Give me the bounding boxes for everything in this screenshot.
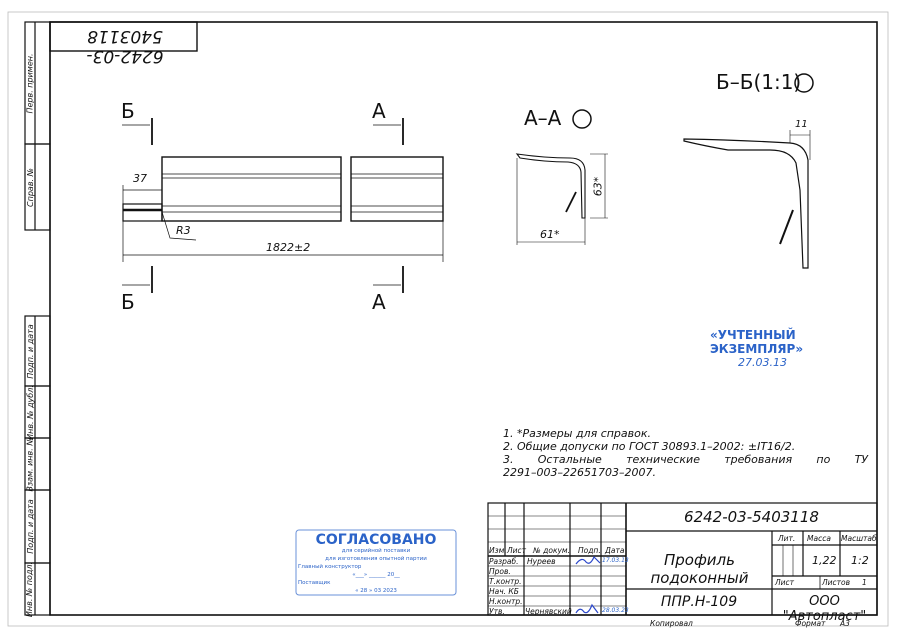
- section-marker-b-bottom: Б: [121, 290, 135, 314]
- format-label: Формат: [795, 619, 826, 628]
- approved-stamp: СОГЛАСОВАНО для серийной поставки для из…: [298, 533, 454, 595]
- header-doc-no: № докум.: [533, 546, 570, 555]
- side-cell-replace-inv: Взам. инв. №: [25, 436, 35, 492]
- side-cell-first-use: Перв. примен.: [25, 52, 35, 114]
- role-approver-name: Чернявский: [525, 607, 572, 616]
- dim-offset: 37: [133, 172, 147, 185]
- approved-line-1: для серийной поставки: [341, 548, 411, 554]
- role-developer-date: 17.03.13: [602, 557, 629, 564]
- role-tech-control: Т.контр.: [489, 577, 522, 586]
- title-block-designation: 6242-03-5403118: [684, 508, 819, 526]
- side-cell-ref-no: Справ. №: [25, 167, 35, 207]
- header-date: Дата: [605, 546, 625, 555]
- header-izm: Изм.: [489, 546, 507, 555]
- approved-title: СОГЛАСОВАНО: [315, 532, 437, 548]
- approved-line-5: Поставщик: [298, 580, 331, 586]
- role-checker: Пров.: [489, 567, 511, 576]
- mass-value: 1,22: [812, 554, 837, 567]
- side-cell-sign-date-1: Подп. и дата: [25, 323, 35, 379]
- header-scale: Масштаб: [841, 534, 877, 543]
- dim-bb-thickness: 11: [795, 119, 808, 130]
- note-4: 2291–003–22651703–2007.: [503, 466, 656, 479]
- note-2: 2. Общие допуски по ГОСТ 30893.1–2002: ±…: [503, 440, 796, 453]
- dim-length: 1822±2: [266, 241, 311, 254]
- role-developer-name: Нуреев: [527, 557, 556, 566]
- stamp-line-2: ЭКЗЕМПЛЯР»: [710, 342, 804, 356]
- signature-developer: [575, 555, 601, 565]
- section-marker-b-top: Б: [121, 99, 135, 123]
- header-lit: Лит.: [778, 534, 796, 543]
- approved-line-2: для изготовления опытной партии: [325, 556, 427, 562]
- section-marker-a-bottom: А: [372, 290, 386, 314]
- section-bb-title: Б–Б(1:1): [716, 70, 802, 94]
- note-3: 3. Остальные технические требования по Т…: [503, 453, 868, 466]
- header-sign: Подп.: [578, 546, 601, 555]
- dim-aa-height: 63*: [591, 176, 605, 197]
- signature-approver: [575, 603, 599, 614]
- role-developer: Разраб.: [489, 557, 519, 566]
- title-block-name: Профиль подоконный: [650, 551, 749, 587]
- stamp-date: 27.03.13: [738, 356, 787, 369]
- approved-line-4: «___» ______ 20__: [352, 572, 400, 578]
- stamp-line-1: «УЧТЕННЫЙ: [710, 328, 796, 342]
- note-1: 1. *Размеры для справок.: [503, 427, 652, 440]
- format-value: А3: [840, 619, 850, 628]
- header-list: Лист: [507, 546, 527, 555]
- header-mass: Масса: [807, 534, 831, 543]
- side-cell-sign-date-2: Подп. и дата: [25, 499, 35, 554]
- role-head-kb: Нач. КБ: [489, 587, 519, 596]
- mirrored-designation: 6242-03-5403118: [86, 26, 164, 66]
- registered-copy-stamp: «УЧТЕННЫЙ ЭКЗЕМПЛЯР» 27.03.13: [710, 328, 803, 370]
- side-cell-orig-inv: Инв. № подл.: [25, 561, 35, 617]
- section-aa-title: А–А: [524, 106, 562, 130]
- role-approver-date: 28.03.23: [602, 607, 629, 614]
- sheet-label: Лист: [775, 578, 795, 587]
- copied-label: Копировал: [650, 619, 693, 628]
- dim-aa-width: 61*: [540, 228, 560, 241]
- dim-radius: R3: [176, 224, 191, 237]
- approved-line-6: « 28 » 03 2023: [355, 588, 397, 594]
- title-block-company: ООО "Автопласт": [782, 594, 867, 624]
- technical-notes: 1. *Размеры для справок. 2. Общие допуск…: [503, 427, 868, 479]
- sheets-value: 1: [862, 578, 867, 587]
- sheets-label: Листов: [822, 578, 851, 587]
- role-norm-control: Н.контр.: [489, 597, 523, 606]
- side-cell-dup-inv: Инв. № дубл.: [25, 384, 35, 440]
- section-marker-a-top: А: [372, 99, 386, 123]
- role-approver: Утв.: [489, 607, 505, 616]
- approved-line-3: Главный конструктор: [298, 564, 362, 570]
- scale-value: 1:2: [851, 554, 869, 567]
- title-block-material: ППР.Н-109: [660, 594, 738, 610]
